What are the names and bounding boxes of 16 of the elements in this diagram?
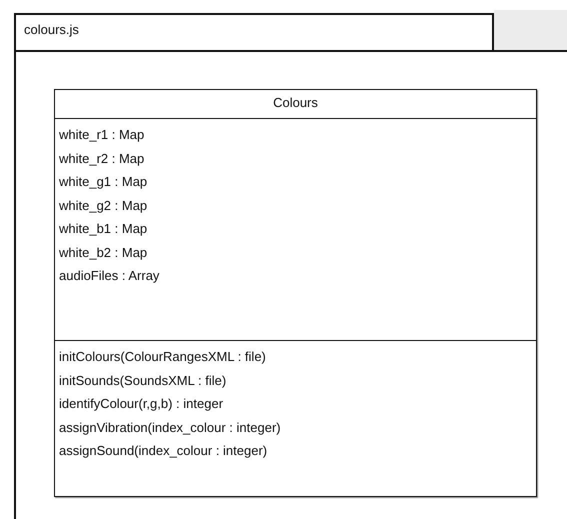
operation-text: assignSound(index_colour : integer): [59, 443, 268, 459]
package-frame: [14, 13, 567, 519]
attribute-text: white_g2 : Map: [59, 198, 148, 214]
attribute-text: white_r1 : Map: [59, 127, 144, 143]
attribute-text: white_r2 : Map: [59, 150, 144, 166]
operation-text: initColours(ColourRangesXML : file): [59, 349, 266, 365]
attribute-text: audioFiles : Array: [59, 268, 160, 284]
class-name: Colours: [272, 95, 319, 111]
attribute-text: white_b2 : Map: [59, 244, 148, 260]
operation-text: assignVibration(index_colour : integer): [59, 420, 281, 436]
attribute-text: white_b1 : Map: [59, 221, 148, 237]
package-name: colours.js: [24, 22, 79, 38]
class-box: [54, 89, 537, 497]
attribute-text: white_g1 : Map: [59, 174, 148, 190]
operation-text: identifyColour(r,g,b) : integer: [59, 396, 224, 412]
operation-text: initSounds(SoundsXML : file): [59, 372, 226, 388]
